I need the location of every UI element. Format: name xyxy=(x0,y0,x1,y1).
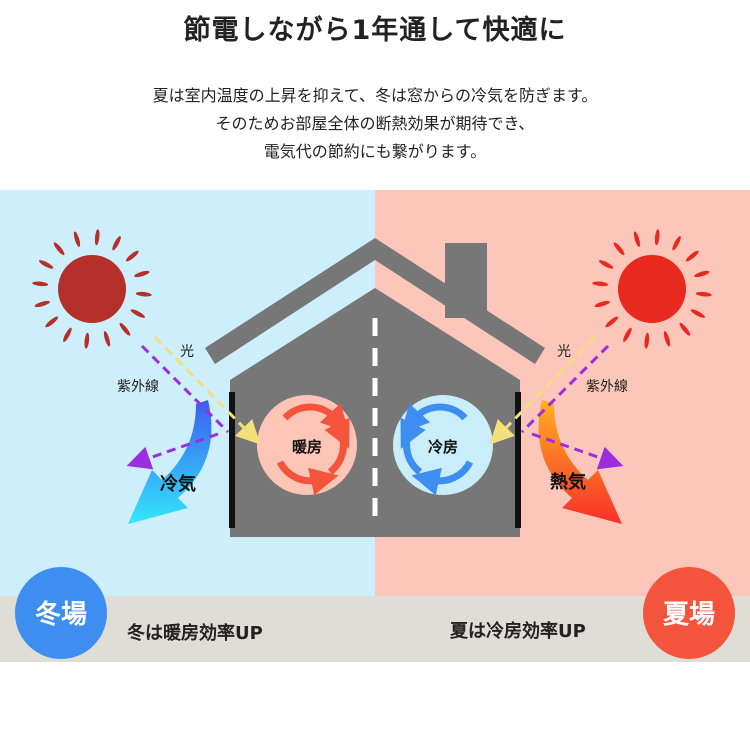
window-film-right xyxy=(515,392,521,528)
sun-ray xyxy=(679,322,691,336)
sun-ray xyxy=(672,236,681,251)
sun-ray xyxy=(605,316,619,328)
heating-label: 暖房 xyxy=(292,438,322,456)
sun-ray xyxy=(685,250,699,262)
sun-ray xyxy=(73,231,81,247)
winter-badge xyxy=(15,567,107,659)
sun-ray xyxy=(613,242,625,256)
winter-uv-ray xyxy=(140,344,230,434)
sun-ray xyxy=(694,270,710,278)
sun-ray xyxy=(134,270,150,278)
sun-ray xyxy=(53,242,65,256)
sun-ray xyxy=(599,260,614,269)
summer-sun-icon xyxy=(592,229,712,349)
winter-caption: 冬は暖房効率UP xyxy=(127,622,263,644)
sun-ray xyxy=(623,327,632,342)
sun-ray xyxy=(112,236,121,251)
sun-ray xyxy=(654,229,660,246)
sun-ray xyxy=(592,281,609,287)
sun-ray xyxy=(103,331,111,347)
winter-air-label: 冷気 xyxy=(160,473,196,495)
sun-ray xyxy=(63,327,72,342)
summer-caption: 夏は冷房効率UP xyxy=(450,620,586,642)
caption-band xyxy=(0,596,750,662)
summer-badge xyxy=(643,567,735,659)
sun-ray xyxy=(594,300,610,308)
winter-light-ray xyxy=(153,335,261,445)
summer-uv-ray xyxy=(520,344,610,434)
summer-air-label: 熱気 xyxy=(550,471,586,493)
sun-ray xyxy=(130,309,145,318)
winter-light-label: 光 xyxy=(180,344,194,360)
sun-ray xyxy=(94,229,100,246)
sun-ray xyxy=(644,332,650,349)
summer-light-ray xyxy=(489,335,597,445)
sun-ray xyxy=(84,332,90,349)
sun-ray xyxy=(125,250,139,262)
winter-uv-label: 紫外線 xyxy=(117,379,159,395)
sun-ray xyxy=(39,260,54,269)
sun-ray xyxy=(45,316,59,328)
summer-uv-label: 紫外線 xyxy=(586,379,628,395)
sun-ray xyxy=(34,300,50,308)
sun-ray xyxy=(119,322,131,336)
description-line-3: 電気代の節約にも繋がります。 xyxy=(263,142,487,161)
sun-ray xyxy=(633,231,641,247)
sun-ray xyxy=(695,291,712,297)
sun-ray xyxy=(663,331,671,347)
heating-room xyxy=(257,395,357,496)
summer-light-label: 光 xyxy=(557,344,571,360)
cold-air-arrow xyxy=(128,400,212,524)
hot-air-arrow xyxy=(538,400,622,524)
winter-sun-icon xyxy=(32,229,152,349)
description-line-2: そのためお部屋全体の断熱効果が期待でき、 xyxy=(215,114,535,133)
page-title: 節電しながら1年通して快適に xyxy=(183,15,567,46)
winter-badge-label: 冬場 xyxy=(35,600,87,630)
sun-ray xyxy=(32,281,49,287)
summer-badge-label: 夏場 xyxy=(663,600,715,630)
cooling-room xyxy=(393,395,493,496)
sun-ray xyxy=(690,309,705,318)
window-film-left xyxy=(229,392,235,528)
sun-ray xyxy=(135,291,152,297)
cooling-label: 冷房 xyxy=(428,438,458,456)
description-line-1: 夏は室内温度の上昇を抑えて、冬は窓からの冷気を防ぎます。 xyxy=(152,86,598,105)
